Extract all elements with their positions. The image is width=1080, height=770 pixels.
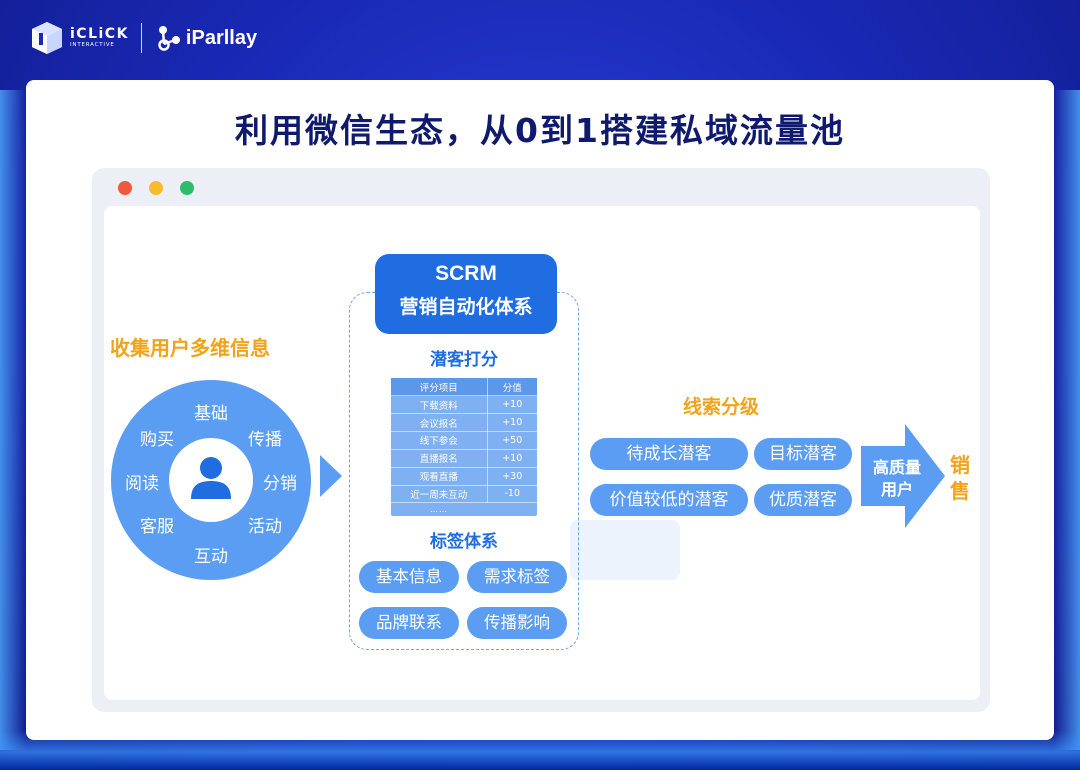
table-row: 近一周未互动 -10 [391,485,537,504]
tag-pill-basic-info: 基本信息 [359,561,459,593]
tag-system-title: 标签体系 [430,532,498,552]
wheel-item-spread: 传播 [248,430,282,450]
right-edge-glow [1054,90,1080,750]
page-title: 利用微信生态，从0到1搭建私域流量池 [235,111,845,150]
table-cell-item: 近一周未互动 [391,485,488,504]
left-edge-glow [0,90,26,750]
high-quality-line2: 用户 [880,480,913,499]
iclick-cube-icon [32,22,62,54]
table-cell-item: 直播报名 [391,449,488,468]
wheel-item-customer-service: 客服 [140,517,174,537]
table-cell-score: +50 [487,431,537,450]
lead-pill-quality: 优质潜客 [754,484,852,516]
table-more-empty [487,503,537,516]
scrm-title: SCRM [435,262,497,285]
tag-pill-spread-influence: 传播影响 [467,607,567,639]
sales-label: 销 售 [948,452,972,504]
wheel-item-purchase: 购买 [140,430,174,450]
table-cell-score: +10 [487,395,537,415]
wheel-item-basic: 基础 [194,404,228,424]
table-cell-score: +10 [487,449,537,468]
high-quality-users-label: 高质量 用户 [862,457,932,501]
sales-line2: 售 [950,479,970,503]
iclick-logo-text: iCLiCK [70,26,129,43]
big-arrow-right-icon [861,424,945,528]
table-header-item: 评分项目 [391,378,488,397]
table-cell-item: 会议报名 [391,413,488,433]
table-cell-item: 观看直播 [391,467,488,486]
tag-pill-brand-contact: 品牌联系 [359,607,459,639]
sales-line1: 销 [950,453,970,477]
lead-pill-low-value: 价值较低的潜客 [590,484,748,516]
table-more-row: …… [391,503,537,516]
table-row: 下载资料 +10 [391,395,537,415]
lead-pill-target: 目标潜客 [754,438,852,470]
iparllay-molecule-icon [158,26,180,51]
table-row: 观看直播 +30 [391,467,537,486]
collect-info-title: 收集用户多维信息 [110,336,270,360]
tag-pill-demand: 需求标签 [467,561,567,593]
table-row: 线下参会 +50 [391,431,537,450]
wheel-item-activity: 活动 [248,517,282,537]
wheel-item-reading: 阅读 [125,474,159,494]
lead-scoring-title: 潜客打分 [430,350,498,370]
table-cell-item: 下载资料 [391,395,488,415]
table-more-cell: …… [430,505,448,515]
watermark-graphic [570,520,680,580]
lead-grading-title: 线索分级 [683,396,760,418]
iclick-logo-subtext: INTERACTIVE [70,42,115,49]
high-quality-line1: 高质量 [872,458,921,477]
table-cell-item: 线下参会 [391,431,488,450]
table-header-score: 分值 [487,378,537,397]
table-row: 会议报名 +10 [391,413,537,433]
window-maximize-dot [180,181,194,195]
lead-pill-growing: 待成长潜客 [590,438,748,470]
wheel-center [169,438,253,522]
scrm-header-box: SCRM 营销自动化体系 [375,254,557,334]
arrow-right-icon [320,455,342,497]
window-close-dot [118,181,132,195]
table-cell-score: -10 [487,485,537,504]
wheel-item-interaction: 互动 [194,547,228,567]
iclick-logo: iCLiCK INTERACTIVE [70,27,129,49]
table-row: 直播报名 +10 [391,449,537,468]
lead-scoring-table: 评分项目 分值 下载资料 +10 会议报名 +10 线下参会 +50 直播报名 … [391,378,537,516]
wheel-item-distribution: 分销 [263,474,297,494]
logo-divider [140,23,142,53]
table-cell-score: +10 [487,413,537,433]
iparllay-logo-text: iParllay [185,26,258,49]
logo-bar: iCLiCK INTERACTIVE iParllay [28,18,257,58]
window-minimize-dot [149,181,163,195]
scrm-subtitle: 营销自动化体系 [399,296,533,318]
table-cell-score: +30 [487,467,537,486]
table-header-row: 评分项目 分值 [391,378,537,397]
user-icon [191,457,231,499]
